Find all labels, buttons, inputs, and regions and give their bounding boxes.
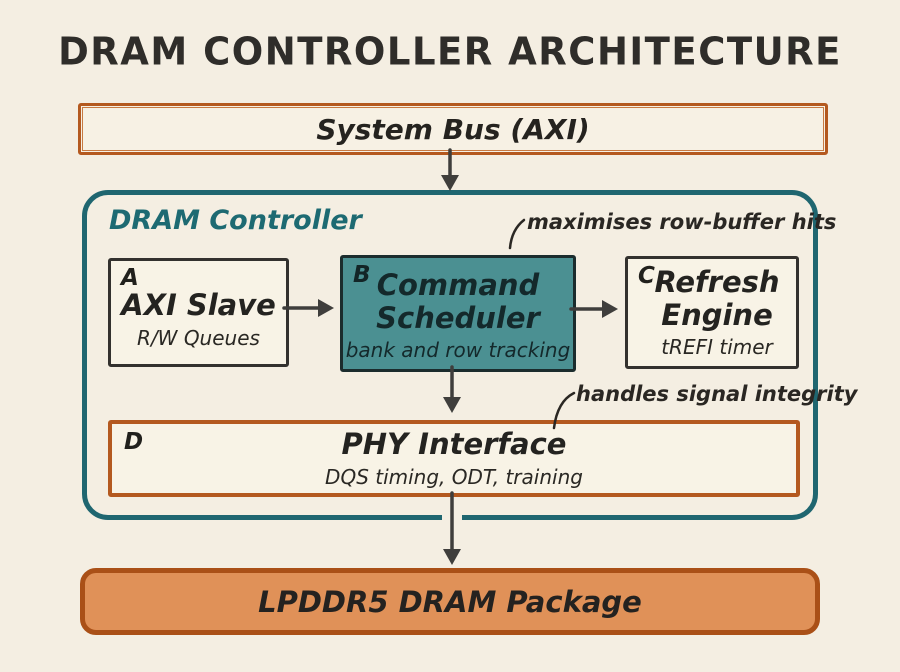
refresh-engine-subtitle: tREFI timer xyxy=(661,335,773,360)
block-command-scheduler: B Command Scheduler bank and row trackin… xyxy=(340,255,576,372)
axi-slave-title: AXI Slave xyxy=(121,288,276,323)
annotation-row-buffer-hits: maximises row-buffer hits xyxy=(527,210,837,234)
block-b-letter: B xyxy=(353,262,371,288)
refresh-engine-title-line2: Engine xyxy=(661,298,773,332)
block-a-letter: A xyxy=(121,265,139,291)
phy-interface-subtitle: DQS timing, ODT, training xyxy=(325,464,583,489)
lpddr5-dram-package-label: LPDDR5 DRAM Package xyxy=(258,584,642,619)
refresh-engine-title-line1: Refresh xyxy=(654,264,780,299)
page-title: DRAM CONTROLLER ARCHITECTURE xyxy=(58,29,842,74)
block-refresh-engine: C Refresh Engine tREFI timer xyxy=(625,256,799,369)
command-scheduler-title-line2: Scheduler xyxy=(376,301,540,335)
annotation-signal-integrity: handles signal integrity xyxy=(576,382,858,406)
command-scheduler-title-line1: Command xyxy=(376,267,540,302)
axi-slave-subtitle: R/W Queues xyxy=(137,325,260,350)
lpddr5-dram-package-box: LPDDR5 DRAM Package xyxy=(80,568,820,635)
dram-controller-label: DRAM Controller xyxy=(109,205,362,236)
command-scheduler-subtitle: bank and row tracking xyxy=(345,338,571,363)
system-bus-box: System Bus (AXI) xyxy=(78,103,828,155)
system-bus-label: System Bus (AXI) xyxy=(316,112,590,146)
phy-interface-title: PHY Interface xyxy=(341,427,567,462)
dram-controller-container: DRAM Controller A AXI Slave R/W Queues B… xyxy=(82,190,818,520)
block-axi-slave: A AXI Slave R/W Queues xyxy=(108,258,289,367)
block-c-letter: C xyxy=(638,263,655,289)
arrow-system-bus-to-controller-icon xyxy=(441,148,459,191)
block-d-letter: D xyxy=(124,429,144,455)
block-phy-interface: D PHY Interface DQS timing, ODT, trainin… xyxy=(108,420,800,497)
